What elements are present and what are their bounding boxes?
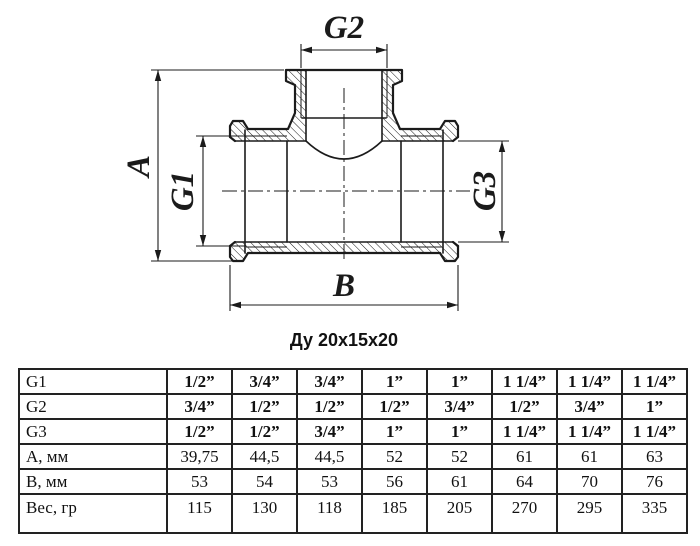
- value-cell: 3/4”: [296, 418, 363, 445]
- value-cell: 64: [491, 468, 558, 495]
- value-cell: 44,5: [296, 443, 363, 470]
- row-label-cell: G3: [18, 418, 168, 445]
- value-cell: 1/2”: [361, 393, 428, 420]
- value-cell: 1”: [621, 393, 688, 420]
- value-cell: 61: [556, 443, 623, 470]
- value-cell: 61: [491, 443, 558, 470]
- row-label-cell: G2: [18, 393, 168, 420]
- dimension-b: [229, 265, 459, 311]
- value-cell: 3/4”: [426, 393, 493, 420]
- value-cell: 76: [621, 468, 688, 495]
- row-label-cell: Вес, гр: [18, 493, 168, 534]
- value-cell: 335: [621, 493, 688, 534]
- dimension-g3: [458, 140, 509, 243]
- value-cell: 295: [556, 493, 623, 534]
- value-cell: 3/4”: [166, 393, 233, 420]
- value-cell: 56: [361, 468, 428, 495]
- fitting-outline: [228, 68, 460, 263]
- value-cell: 1 1/4”: [621, 368, 688, 395]
- value-cell: 1 1/4”: [491, 368, 558, 395]
- value-cell: 1/2”: [296, 393, 363, 420]
- value-cell: 3/4”: [296, 368, 363, 395]
- dim-label-g2: G2: [324, 10, 364, 46]
- value-cell: 130: [231, 493, 298, 534]
- value-cell: 44,5: [231, 443, 298, 470]
- value-cell: 52: [426, 443, 493, 470]
- value-cell: 53: [166, 468, 233, 495]
- value-cell: 1 1/4”: [621, 418, 688, 445]
- value-cell: 1”: [361, 368, 428, 395]
- dim-label-a: A: [121, 155, 157, 179]
- dim-label-g3: G3: [467, 171, 503, 211]
- value-cell: 1/2”: [166, 368, 233, 395]
- value-cell: 270: [491, 493, 558, 534]
- centerlines: [222, 88, 470, 262]
- value-cell: 1”: [426, 368, 493, 395]
- thread-thin-lines: [246, 71, 442, 248]
- value-cell: 52: [361, 443, 428, 470]
- value-cell: 1/2”: [231, 393, 298, 420]
- value-cell: 185: [361, 493, 428, 534]
- value-cell: 1/2”: [166, 418, 233, 445]
- value-cell: 1”: [361, 418, 428, 445]
- dimension-g1: [196, 135, 246, 247]
- dimension-a: [151, 69, 284, 262]
- drawing-caption: Ду 20х15х20: [290, 330, 398, 350]
- value-cell: 63: [621, 443, 688, 470]
- dim-label-b: B: [332, 268, 355, 304]
- bore-and-thread-lines: [234, 69, 454, 254]
- value-cell: 1 1/4”: [556, 368, 623, 395]
- value-cell: 1/2”: [231, 418, 298, 445]
- value-cell: 3/4”: [556, 393, 623, 420]
- dim-label-g1: G1: [165, 171, 201, 211]
- value-cell: 3/4”: [231, 368, 298, 395]
- value-cell: 205: [426, 493, 493, 534]
- row-label-cell: В, мм: [18, 468, 168, 495]
- value-cell: 118: [296, 493, 363, 534]
- row-label-cell: G1: [18, 368, 168, 395]
- dimension-g2: [300, 44, 388, 68]
- value-cell: 54: [231, 468, 298, 495]
- value-cell: 53: [296, 468, 363, 495]
- value-cell: 61: [426, 468, 493, 495]
- tee-fitting-drawing: G2 A G1 G3 B Ду 20х15х20: [121, 10, 509, 350]
- value-cell: 39,75: [166, 443, 233, 470]
- value-cell: 1 1/4”: [556, 418, 623, 445]
- row-label-cell: А, мм: [18, 443, 168, 470]
- value-cell: 1 1/4”: [491, 418, 558, 445]
- value-cell: 115: [166, 493, 233, 534]
- value-cell: 70: [556, 468, 623, 495]
- value-cell: 1/2”: [491, 393, 558, 420]
- value-cell: 1”: [426, 418, 493, 445]
